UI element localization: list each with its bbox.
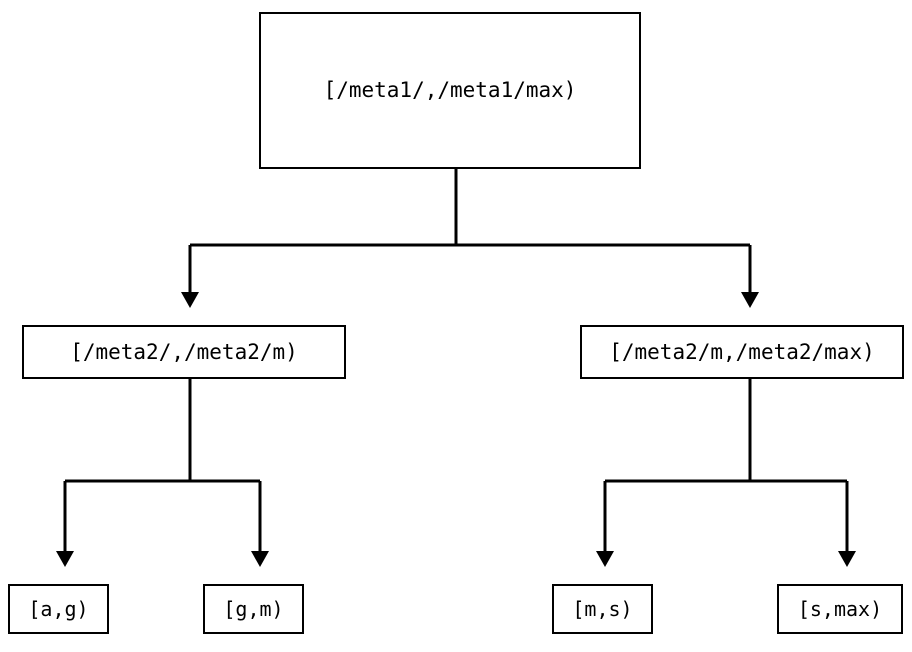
arrowhead-to-mid-left: [181, 292, 199, 308]
tree-node-leaf-2-label: [g,m): [223, 597, 284, 621]
tree-node-mid-left-label: [/meta2/,/meta2/m): [70, 339, 298, 364]
arrowhead-to-leaf-1: [56, 551, 74, 567]
arrowhead-to-leaf-4: [838, 551, 856, 567]
tree-node-mid-left[interactable]: [/meta2/,/meta2/m): [22, 325, 346, 379]
tree-node-leaf-2[interactable]: [g,m): [203, 584, 304, 634]
edge-mid-right-to-children: [596, 379, 856, 567]
arrowhead-to-leaf-2: [251, 551, 269, 567]
arrowhead-to-leaf-3: [596, 551, 614, 567]
tree-node-leaf-4-label: [s,max): [797, 597, 883, 621]
edge-root-to-children: [181, 169, 759, 308]
tree-node-mid-right[interactable]: [/meta2/m,/meta2/max): [580, 325, 904, 379]
tree-node-root[interactable]: [/meta1/,/meta1/max): [259, 12, 641, 169]
tree-node-leaf-1[interactable]: [a,g): [8, 584, 109, 634]
arrowhead-to-mid-right: [741, 292, 759, 308]
edge-mid-left-to-children: [56, 379, 269, 567]
tree-node-leaf-3-label: [m,s): [572, 597, 633, 621]
tree-node-leaf-3[interactable]: [m,s): [552, 584, 653, 634]
tree-node-mid-right-label: [/meta2/m,/meta2/max): [609, 339, 875, 364]
tree-node-leaf-1-label: [a,g): [28, 597, 89, 621]
tree-node-root-label: [/meta1/,/meta1/max): [323, 78, 577, 102]
tree-node-leaf-4[interactable]: [s,max): [777, 584, 903, 634]
